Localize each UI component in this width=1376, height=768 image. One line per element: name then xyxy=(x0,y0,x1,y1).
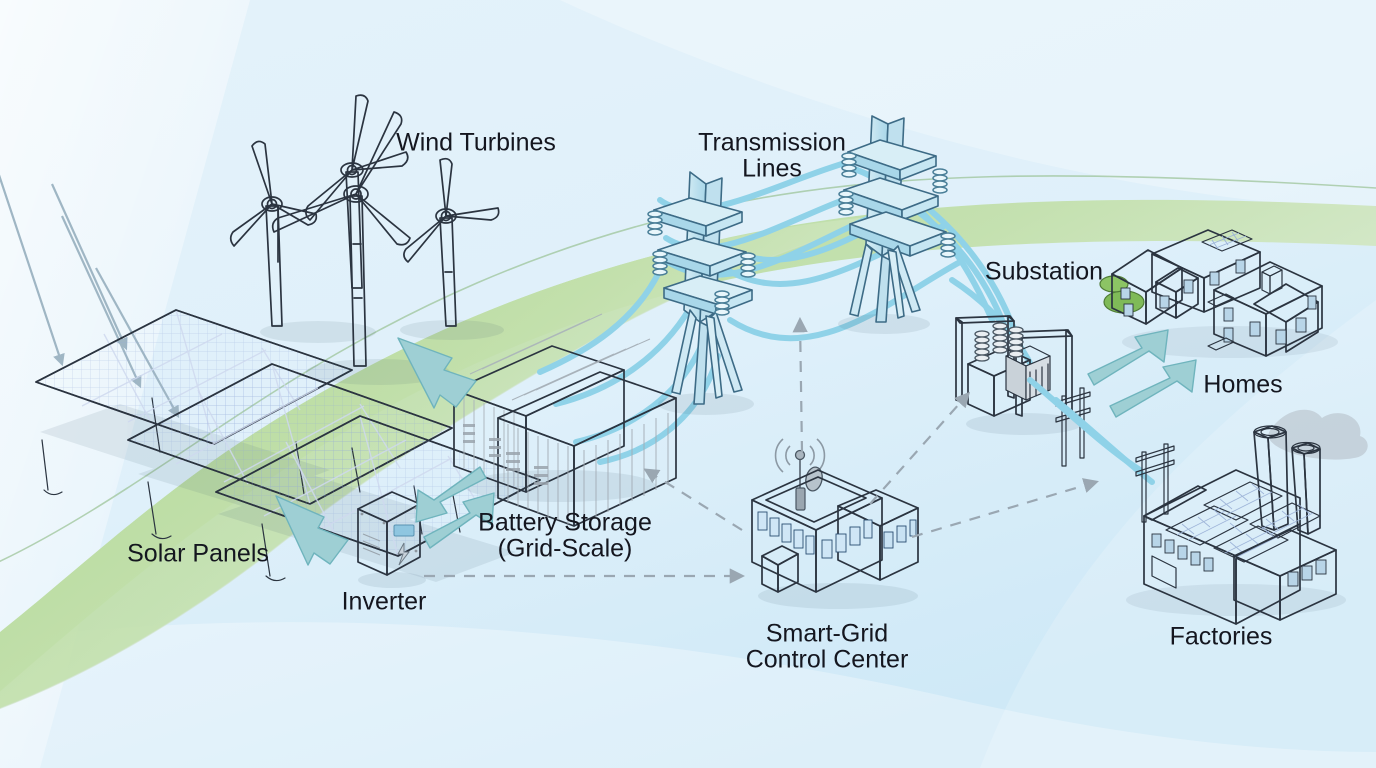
label-homes: Homes xyxy=(1203,371,1282,399)
label-wind-turbines: Wind Turbines xyxy=(396,129,556,157)
transmission-tower-left[interactable] xyxy=(647,171,756,415)
wind-turbine-4 xyxy=(403,157,500,327)
label-battery-storage-1: Battery Storage xyxy=(478,509,652,537)
flow-wind-to-battery xyxy=(397,337,477,409)
diagram-labels: Wind Turbines Transmission Lines Substat… xyxy=(127,129,1282,674)
wind-turbine-1 xyxy=(229,140,318,327)
label-transmission-lines-2: Lines xyxy=(742,155,802,183)
signal-control-to-factories xyxy=(911,478,1099,539)
label-control-center-1: Smart-Grid xyxy=(766,620,888,648)
label-battery-storage-2: (Grid-Scale) xyxy=(498,535,633,563)
flow-battery-to-inverter xyxy=(415,466,487,523)
flow-solar-to-inverter xyxy=(275,495,349,566)
battery-storage[interactable] xyxy=(453,313,677,527)
flow-substation-to-homes-2 xyxy=(1109,359,1197,418)
control-center-building[interactable] xyxy=(751,438,919,609)
label-control-center-2: Control Center xyxy=(746,646,909,674)
transmission-tower-right[interactable] xyxy=(838,115,956,334)
factory-roof-solar xyxy=(1165,481,1321,563)
label-solar-panels: Solar Panels xyxy=(127,540,269,568)
factories-group[interactable] xyxy=(1126,409,1368,625)
flow-inverter-to-battery xyxy=(423,492,495,549)
flow-substation-to-homes-1 xyxy=(1087,329,1169,386)
power-flow-arrows xyxy=(275,329,1197,566)
wind-turbine-2 xyxy=(305,94,409,289)
house-2 xyxy=(1207,261,1323,357)
hill-ridge-line xyxy=(0,175,1376,563)
wind-turbine-group[interactable] xyxy=(229,94,504,385)
label-transmission-lines-1: Transmission xyxy=(698,129,846,157)
substation[interactable] xyxy=(955,315,1091,467)
chimney-tall xyxy=(1253,425,1289,531)
background-sweep xyxy=(560,0,1376,210)
chimney-short xyxy=(1291,441,1321,535)
label-inverter: Inverter xyxy=(342,588,427,616)
inverter-unit[interactable] xyxy=(357,491,426,588)
control-signals xyxy=(424,316,1099,584)
foreground-sweep xyxy=(0,622,1376,768)
signal-control-to-transmission xyxy=(792,316,808,453)
label-factories: Factories xyxy=(1170,623,1273,651)
house-1 xyxy=(1111,229,1261,325)
label-substation: Substation xyxy=(985,258,1103,286)
signal-control-to-substation xyxy=(869,391,971,505)
wind-turbine-3 xyxy=(271,111,411,367)
homes-group[interactable] xyxy=(1099,229,1338,358)
